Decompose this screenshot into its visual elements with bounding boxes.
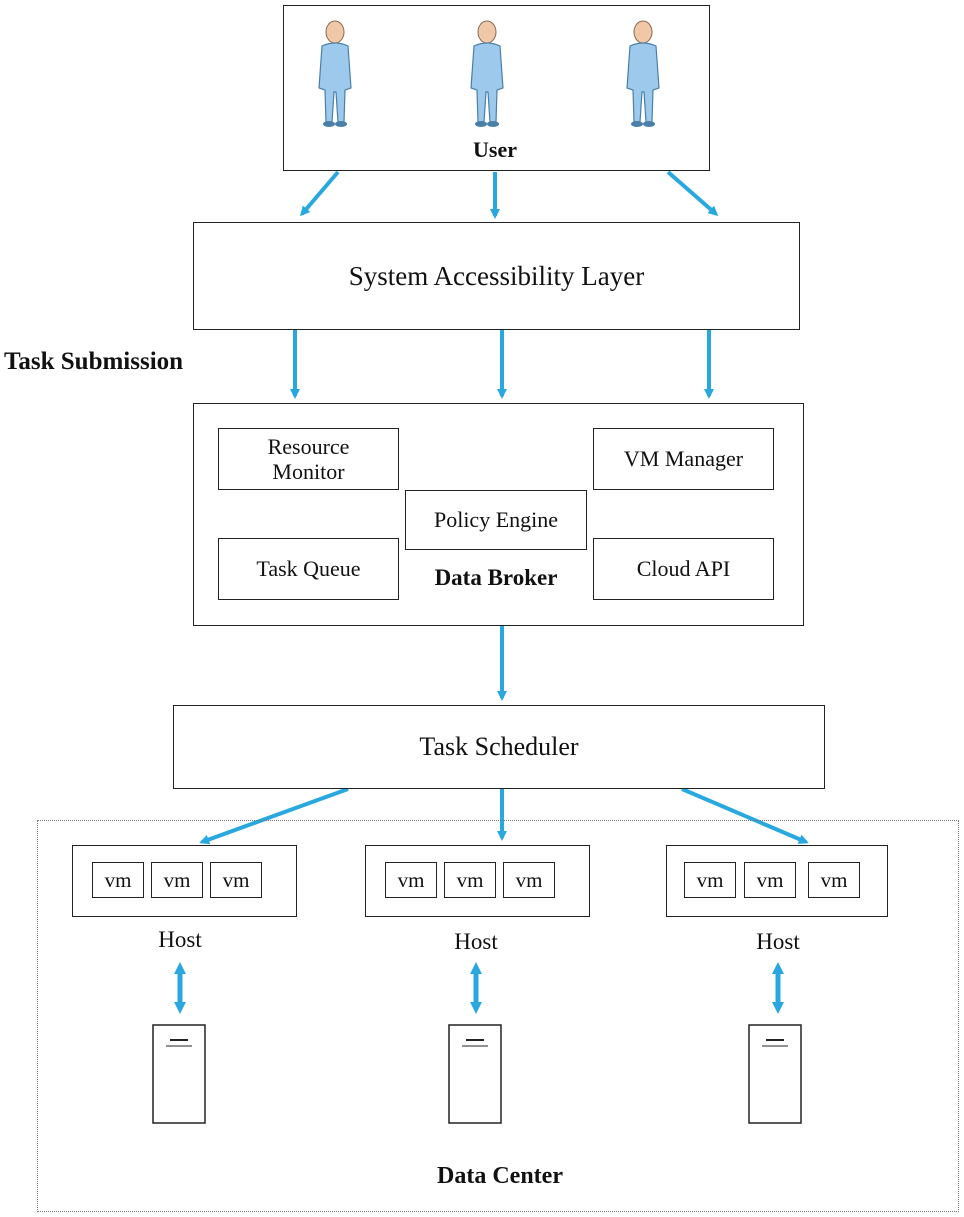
person-figure-icon [318,20,352,127]
arrow-scheduler-to-host-1 [199,787,349,845]
host-label: Host [158,927,202,952]
arrow-user-to-access-3 [666,170,719,216]
task-scheduler-box: Task Scheduler [173,705,825,789]
data-broker-label: Data Broker [434,565,558,590]
user-label: User [473,137,517,162]
task-queue-box: Task Queue [218,538,399,600]
vm-box: vm [92,862,144,898]
vm-box: vm [151,862,203,898]
person-figure-icon [626,20,660,127]
cloud-api-box: Cloud API [593,538,774,600]
vm-box: vm [744,862,796,898]
arrow-scheduler-to-host-3 [681,787,809,844]
host-label: Host [756,929,800,954]
server-tower-icon [748,1024,802,1124]
vm-box: vm [503,862,555,898]
vm-box: vm [684,862,736,898]
policy-engine-box: Policy Engine [405,490,587,550]
arrow-user-to-access-1 [300,170,340,217]
person-figure-icon [470,20,504,127]
resource-monitor-box: Resource Monitor [218,428,399,490]
vm-box: vm [808,862,860,898]
data-center-label: Data Center [437,1163,563,1189]
vm-manager-box: VM Manager [593,428,774,490]
data-center-region [37,820,959,1212]
task-submission-label: Task Submission [4,348,184,375]
host-label: Host [454,929,498,954]
vm-box: vm [210,862,262,898]
system-accessibility-layer: System Accessibility Layer [193,222,800,330]
server-tower-icon [152,1024,206,1124]
vm-box: vm [385,862,437,898]
vm-box: vm [444,862,496,898]
server-tower-icon [448,1024,502,1124]
